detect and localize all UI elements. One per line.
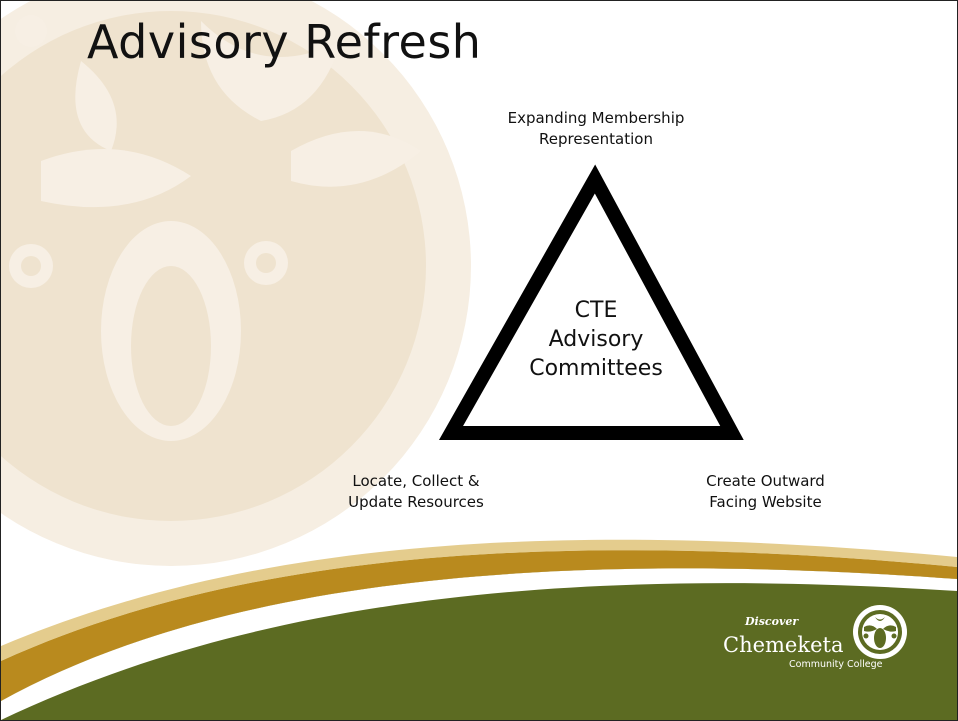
top-label-line-1: Expanding Membership — [507, 109, 685, 127]
logo-subtitle: Community College — [789, 659, 883, 670]
watermark-emblem-icon — [1, 1, 471, 566]
left-label: Locate, Collect & Update Resources — [331, 471, 501, 513]
logo-name: Chemeketa — [723, 633, 844, 657]
right-label-line-2: Facing Website — [709, 493, 822, 511]
center-line-2: Advisory — [548, 327, 644, 352]
chemeketa-emblem-icon — [853, 605, 907, 659]
left-label-line-1: Locate, Collect & — [352, 472, 480, 490]
top-label: Expanding Membership Representation — [489, 108, 703, 150]
center-line-1: CTE — [574, 298, 618, 323]
center-line-3: Committees — [529, 356, 663, 381]
center-label: CTE Advisory Committees — [521, 296, 671, 383]
chemeketa-logo: Discover Chemeketa Community College — [719, 605, 909, 673]
right-label-line-1: Create Outward — [706, 472, 825, 490]
slide-title: Advisory Refresh — [87, 15, 482, 69]
logo-discover: Discover — [745, 615, 799, 628]
left-label-line-2: Update Resources — [348, 493, 484, 511]
right-label: Create Outward Facing Website — [683, 471, 848, 513]
top-label-line-2: Representation — [539, 130, 653, 148]
